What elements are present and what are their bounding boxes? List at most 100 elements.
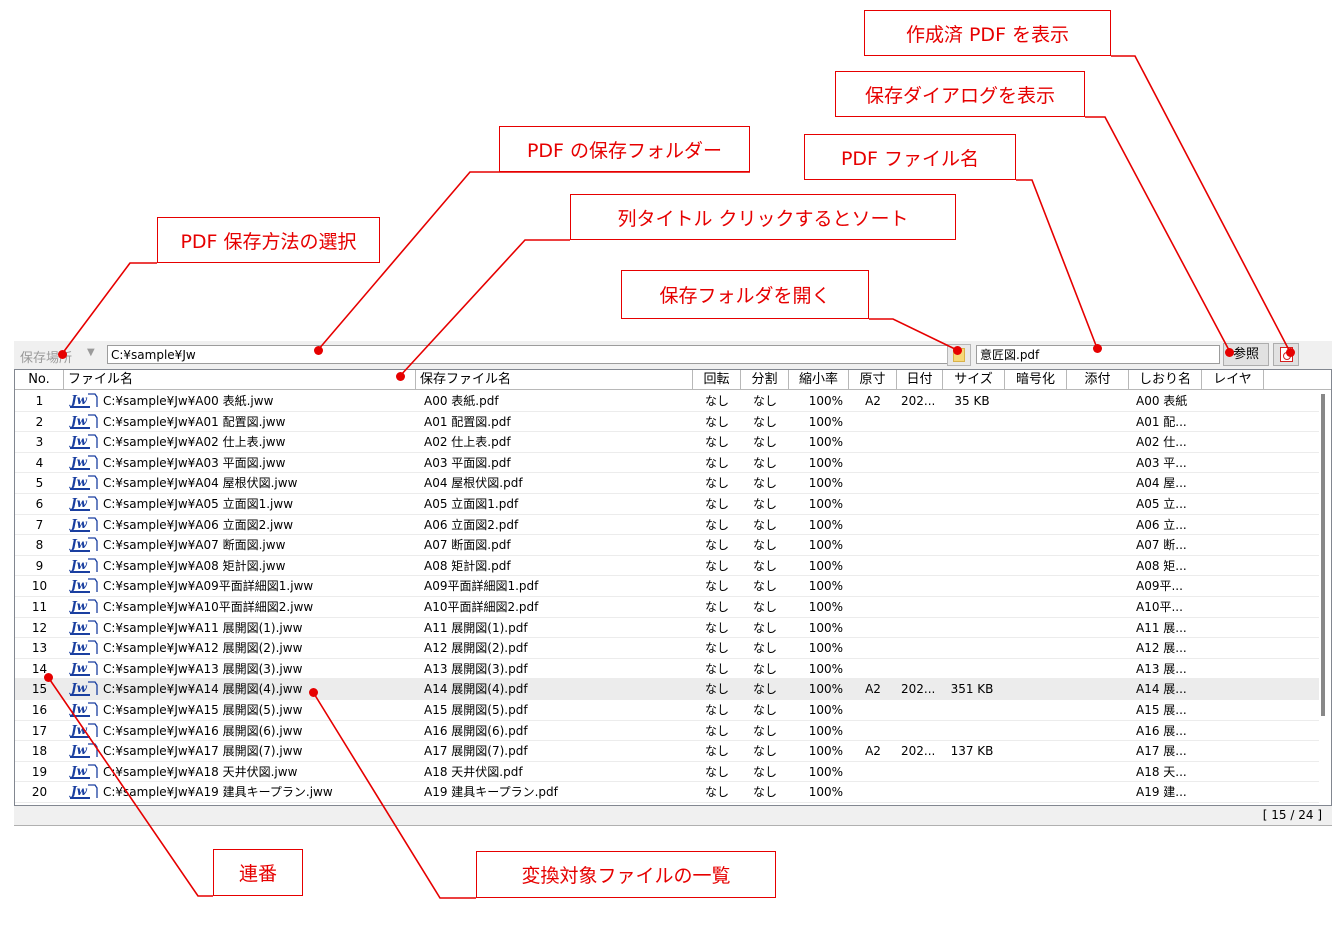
cell-rot: なし bbox=[704, 600, 729, 614]
cell-scale: 100% bbox=[808, 476, 843, 491]
header-col-scale[interactable]: 縮小率 bbox=[789, 370, 849, 390]
cell-size bbox=[849, 597, 897, 617]
cell-save: A05 立面図1.pdf bbox=[424, 497, 519, 511]
header-col-save-filename[interactable]: 保存ファイル名 bbox=[416, 370, 693, 390]
file-list[interactable]: No.ファイル名保存ファイル名回転分割縮小率原寸日付サイズ暗号化添付しおり名レイ… bbox=[14, 369, 1332, 806]
jw-file-icon: Jw bbox=[69, 517, 98, 532]
cell-rot: なし bbox=[704, 661, 729, 676]
cell-size bbox=[849, 659, 897, 679]
cell-split: なし bbox=[752, 538, 777, 553]
header-col-date[interactable]: 日付 bbox=[897, 370, 943, 390]
cell-file: C:¥sample¥Jw¥A02 仕上表.jww bbox=[103, 435, 286, 450]
header-col-rotate[interactable]: 回転 bbox=[693, 370, 741, 390]
marker-dot bbox=[44, 673, 53, 682]
cell-size bbox=[849, 700, 897, 720]
cell-date bbox=[901, 494, 943, 514]
jw-file-icon: Jw bbox=[69, 599, 98, 614]
cell-bookmark: A07 断... bbox=[1136, 538, 1187, 553]
header-col-filename[interactable]: ファイル名 bbox=[64, 370, 416, 390]
cell-save: A18 天井伏図.pdf bbox=[424, 764, 523, 779]
cell-no: 19 bbox=[31, 764, 48, 779]
cell-size bbox=[849, 556, 897, 576]
cell-no: 13 bbox=[31, 641, 48, 656]
cell-date bbox=[901, 576, 943, 596]
cell-size bbox=[849, 432, 897, 452]
cell-split: なし bbox=[752, 703, 777, 717]
cell-file: C:¥sample¥Jw¥A11 展開図(1).jww bbox=[103, 620, 303, 635]
cell-file: C:¥sample¥Jw¥A16 展開図(6).jww bbox=[103, 723, 303, 738]
cell-bookmark: A11 展... bbox=[1136, 620, 1187, 635]
header-col-no[interactable]: No. bbox=[15, 370, 64, 390]
marker-dot bbox=[1225, 348, 1234, 357]
cell-rot: なし bbox=[704, 579, 729, 594]
column-header: No.ファイル名保存ファイル名回転分割縮小率原寸日付サイズ暗号化添付しおり名レイ… bbox=[15, 370, 1331, 390]
cell-size: A2 bbox=[865, 744, 881, 759]
cell-no: 11 bbox=[31, 600, 48, 614]
cell-bookmark: A00 表紙 bbox=[1136, 394, 1188, 408]
cell-fsize bbox=[943, 782, 1001, 802]
cell-date bbox=[901, 453, 943, 473]
header-col-split[interactable]: 分割 bbox=[741, 370, 789, 390]
cell-size bbox=[849, 412, 897, 432]
cell-save: A06 立面図2.pdf bbox=[424, 517, 519, 532]
cell-file: C:¥sample¥Jw¥A10平面詳細図2.jww bbox=[103, 600, 314, 614]
cell-bookmark: A12 展... bbox=[1136, 641, 1187, 656]
scrollbar-thumb[interactable] bbox=[1321, 394, 1325, 716]
cell-save: A01 配置図.pdf bbox=[424, 414, 511, 429]
cell-fsize bbox=[943, 453, 1001, 473]
header-col-bookmark[interactable]: しおり名 bbox=[1129, 370, 1202, 390]
cell-date bbox=[901, 597, 943, 617]
svg-text:Jw: Jw bbox=[69, 723, 88, 737]
jw-file-icon: Jw bbox=[69, 723, 98, 738]
header-col-layer[interactable]: レイヤ bbox=[1202, 370, 1264, 390]
cell-scale: 100% bbox=[808, 661, 843, 676]
cell-no: 2 bbox=[35, 414, 44, 429]
cell-split: なし bbox=[752, 641, 777, 656]
cell-date bbox=[901, 535, 943, 555]
header-col-encrypt[interactable]: 暗号化 bbox=[1005, 370, 1067, 390]
header-col-filesize[interactable]: サイズ bbox=[943, 370, 1005, 390]
svg-text:Jw: Jw bbox=[69, 764, 88, 778]
cell-bookmark: A18 天... bbox=[1136, 764, 1187, 779]
cell-rot: なし bbox=[704, 394, 729, 408]
jw-file-icon: Jw bbox=[69, 496, 98, 511]
cell-split: なし bbox=[752, 579, 777, 594]
svg-text:Jw: Jw bbox=[69, 599, 88, 613]
chevron-down-icon[interactable]: ▼ bbox=[87, 347, 95, 358]
cell-split: なし bbox=[752, 394, 777, 408]
cell-split: なし bbox=[752, 682, 777, 697]
cell-scale: 100% bbox=[808, 394, 843, 408]
cell-file: C:¥sample¥Jw¥A05 立面図1.jww bbox=[103, 497, 294, 511]
cell-save: A04 屋根伏図.pdf bbox=[424, 476, 523, 491]
cell-scale: 100% bbox=[808, 682, 843, 697]
jw-file-icon: Jw bbox=[69, 620, 98, 635]
callout-open-folder: 保存フォルダを開く bbox=[621, 270, 869, 319]
header-col-attach[interactable]: 添付 bbox=[1067, 370, 1129, 390]
vertical-scrollbar[interactable] bbox=[1319, 390, 1331, 805]
cell-fsize bbox=[943, 597, 1001, 617]
cell-fsize bbox=[943, 432, 1001, 452]
cell-size bbox=[849, 535, 897, 555]
folder-path-input[interactable]: C:¥sample¥Jw bbox=[107, 345, 957, 364]
header-col-size[interactable]: 原寸 bbox=[849, 370, 897, 390]
